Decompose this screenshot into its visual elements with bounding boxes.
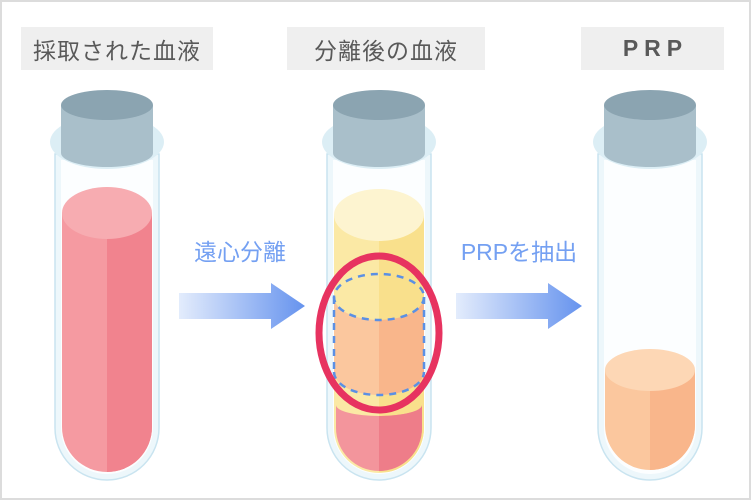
arrow-centrifuge	[179, 283, 305, 329]
prp-extracted-layer	[605, 349, 695, 470]
prp-highlight-circle	[315, 252, 443, 414]
tube-prp	[593, 90, 707, 481]
label-separated-blood: 分離後の血液	[287, 27, 485, 70]
tube-cap	[61, 105, 153, 167]
rbc-layer	[336, 405, 422, 471]
prp-surface	[605, 349, 695, 391]
tube-cap	[604, 105, 696, 167]
arrow-label-centrifuge: 遠心分離	[194, 239, 286, 265]
plasma-surface	[334, 189, 424, 241]
tube-collected-blood	[50, 90, 164, 481]
tube-cap-top	[333, 90, 425, 120]
arrow-extract	[456, 283, 582, 329]
label-collected-blood: 採取された血液	[21, 27, 213, 70]
blood-layer	[62, 187, 152, 472]
prp-dashed-outline	[332, 272, 426, 397]
tube-cap-top	[604, 90, 696, 120]
arrow-label-extract: PRPを抽出	[460, 239, 578, 265]
label-prp: PRP	[581, 27, 724, 70]
tube-cap	[333, 105, 425, 167]
tube-separated-blood	[315, 90, 443, 481]
blood-surface	[62, 187, 152, 239]
tube-cap-top	[61, 90, 153, 120]
